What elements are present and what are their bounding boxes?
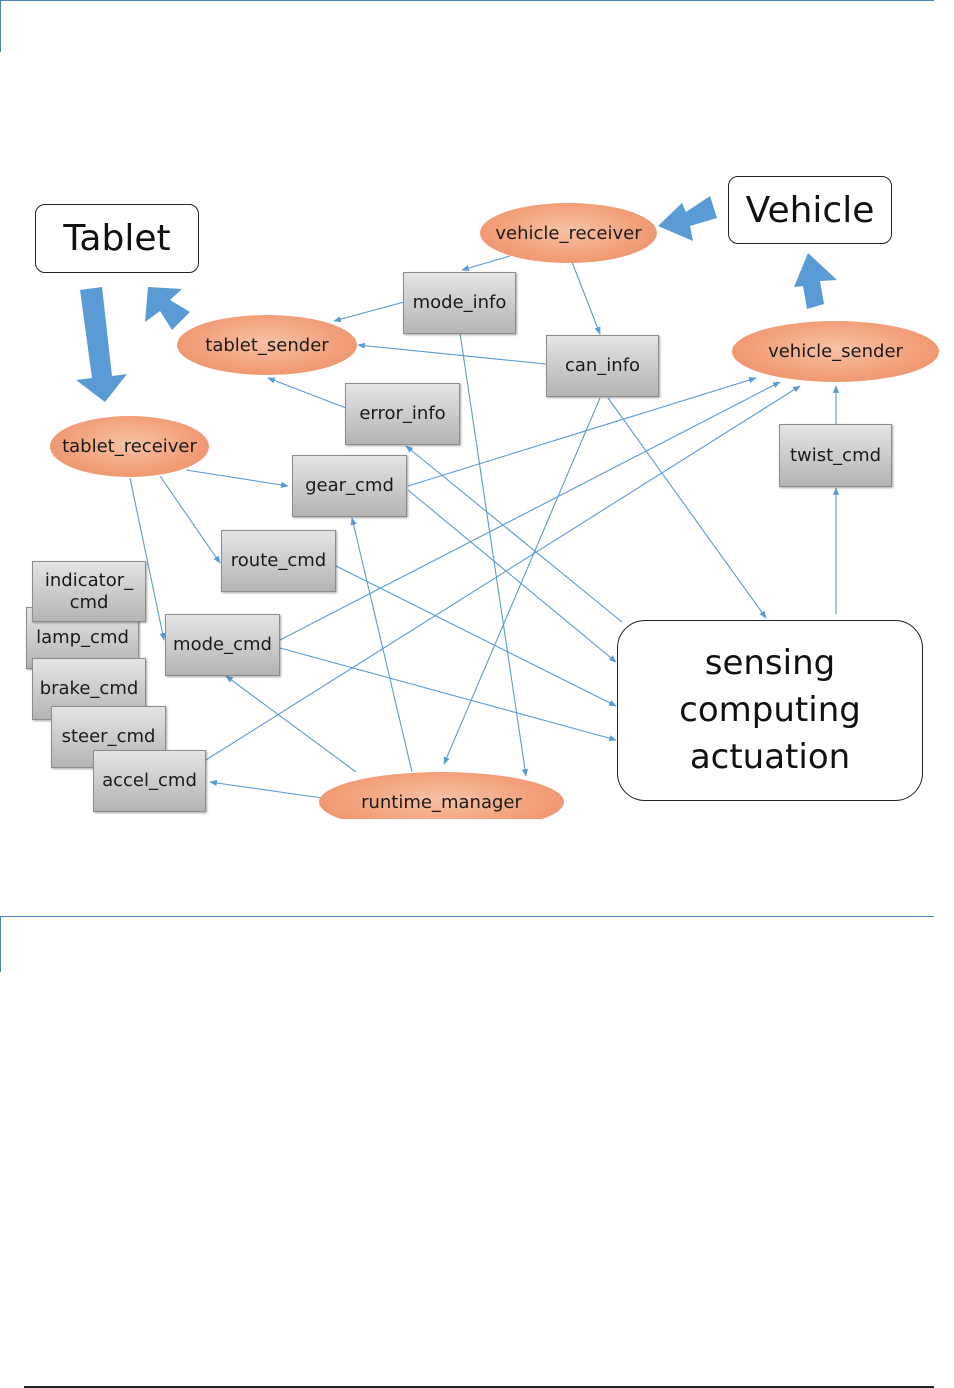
tablet-label: Tablet	[63, 218, 171, 259]
edge-gear-vs	[407, 377, 757, 487]
can-info-box: can_info	[546, 335, 659, 397]
indicator-cmd-box: indicator_ cmd	[32, 561, 146, 622]
edge-accel-vs	[205, 385, 801, 761]
vehicle-to-receiver-arrow	[658, 196, 717, 241]
gear-cmd-label: gear_cmd	[305, 475, 394, 497]
accel-cmd-box: accel_cmd	[93, 750, 206, 812]
error-info-box: error_info	[345, 383, 460, 445]
mode-info-box: mode_info	[403, 272, 516, 334]
runtime-manager-label: runtime_manager	[361, 791, 522, 813]
sender-to-tablet-arrow	[145, 287, 190, 330]
indicator-cmd-label-line2: cmd	[69, 591, 109, 613]
section-rule-tick	[0, 916, 1, 972]
steer-cmd-label: steer_cmd	[61, 726, 156, 748]
tablet-box: Tablet	[35, 204, 199, 273]
vehicle-receiver-node: vehicle_receiver	[480, 203, 657, 263]
vehicle-box: Vehicle	[728, 176, 892, 244]
mode-cmd-box: mode_cmd	[165, 614, 280, 676]
edge-errorinfo-ts	[267, 377, 347, 409]
edge-rm-gear	[350, 517, 413, 773]
footer-rule	[24, 1386, 934, 1388]
accel-cmd-label: accel_cmd	[102, 770, 197, 792]
vehicle-label: Vehicle	[745, 189, 875, 231]
edge-route-sca	[335, 565, 617, 707]
edge-modeinfo-rm	[459, 332, 529, 777]
computing-label: computing	[679, 690, 861, 731]
edge-caninfo-ts	[357, 342, 547, 365]
gear-cmd-box: gear_cmd	[292, 455, 407, 517]
edge-vr-modeinfo	[461, 255, 511, 272]
can-info-label: can_info	[564, 355, 641, 377]
edge-sca-errorinfo	[405, 445, 623, 623]
diagram-crop-edge	[300, 819, 600, 839]
tablet-sender-label: tablet_sender	[205, 334, 329, 356]
edge-mode-sca	[279, 647, 617, 742]
section-rule	[0, 916, 934, 917]
tablet-sender-node: tablet_sender	[177, 315, 357, 375]
diagram-edges	[76, 196, 840, 799]
mode-cmd-label: mode_cmd	[173, 634, 272, 656]
lamp-cmd-label: lamp_cmd	[36, 627, 129, 649]
edge-tr-gear	[185, 469, 289, 488]
actuation-label: actuation	[689, 736, 851, 777]
sensing-label: sensing	[704, 643, 836, 684]
edge-vr-caninfo	[571, 261, 601, 335]
error-info-label: error_info	[359, 403, 446, 425]
edge-tr-mode	[129, 477, 166, 641]
tablet-to-receiver-arrow	[76, 287, 127, 402]
vehicle-sender-node: vehicle_sender	[732, 321, 939, 382]
route-cmd-label: route_cmd	[230, 550, 327, 572]
edge-caninfo-sca	[607, 397, 767, 619]
sensing-computing-actuation-box: sensing computing actuation	[617, 620, 923, 801]
tablet-receiver-label: tablet_receiver	[62, 436, 197, 457]
edge-caninfo-rm	[443, 397, 601, 765]
tablet-receiver-node: tablet_receiver	[50, 416, 209, 477]
edge-rm-mode	[225, 675, 357, 773]
edge-rm-accel	[209, 779, 323, 799]
edge-mode-vs	[279, 381, 781, 641]
brake-cmd-label: brake_cmd	[39, 678, 139, 700]
edge-tr-route	[159, 475, 221, 564]
header-rule	[0, 0, 934, 1]
edge-modeinfo-ts	[333, 301, 405, 323]
indicator-cmd-label-line1: indicator_	[44, 569, 134, 591]
sender-to-vehicle-arrow	[794, 253, 837, 309]
header-rule-tick	[0, 0, 1, 52]
twist-cmd-box: twist_cmd	[779, 424, 892, 487]
mode-info-label: mode_info	[412, 292, 507, 314]
twist-cmd-label: twist_cmd	[789, 444, 882, 466]
route-cmd-box: route_cmd	[221, 530, 336, 592]
vehicle-receiver-label: vehicle_receiver	[495, 222, 642, 244]
edge-gear-sca	[407, 489, 617, 663]
vehicle-sender-label: vehicle_sender	[768, 341, 903, 362]
